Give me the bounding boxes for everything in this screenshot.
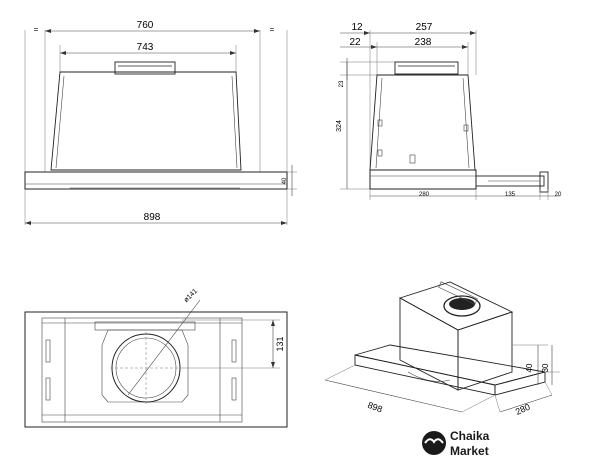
dim-238: 238 xyxy=(415,37,432,48)
dim-12: 12 xyxy=(351,22,363,33)
dim-diameter: ø141 xyxy=(183,288,199,304)
dim-131: 131 xyxy=(275,336,285,351)
dim-20: 20 xyxy=(555,192,562,198)
dim-280-side: 280 xyxy=(419,192,430,198)
iso-dim-40: 40 xyxy=(525,363,534,372)
dim-743: 743 xyxy=(137,42,154,53)
iso-dim-280: 280 xyxy=(514,402,532,417)
logo-line2: Market xyxy=(450,444,489,458)
logo-line1: Chaika xyxy=(450,429,490,443)
bottom-view: ø141 131 xyxy=(24,288,288,428)
side-view: 12 257 22 238 23 324 xyxy=(336,22,562,200)
eq-right: = xyxy=(270,25,275,34)
dim-257: 257 xyxy=(416,22,433,33)
isometric-view: 898 280 40 30 xyxy=(324,281,560,417)
dim-23: 23 xyxy=(339,80,345,87)
dim-324: 324 xyxy=(336,120,343,132)
front-view: 760 = = 743 40 898 xyxy=(24,20,297,225)
iso-dim-898: 898 xyxy=(366,400,384,415)
dim-22: 22 xyxy=(349,37,361,48)
dim-898: 898 xyxy=(144,212,161,223)
dim-760: 760 xyxy=(137,20,154,31)
eq-left: = xyxy=(34,25,39,34)
iso-dim-30: 30 xyxy=(541,363,550,372)
chaika-market-logo: Chaika Market xyxy=(422,429,490,458)
dim-135: 135 xyxy=(505,192,516,198)
dim-40: 40 xyxy=(282,177,288,184)
